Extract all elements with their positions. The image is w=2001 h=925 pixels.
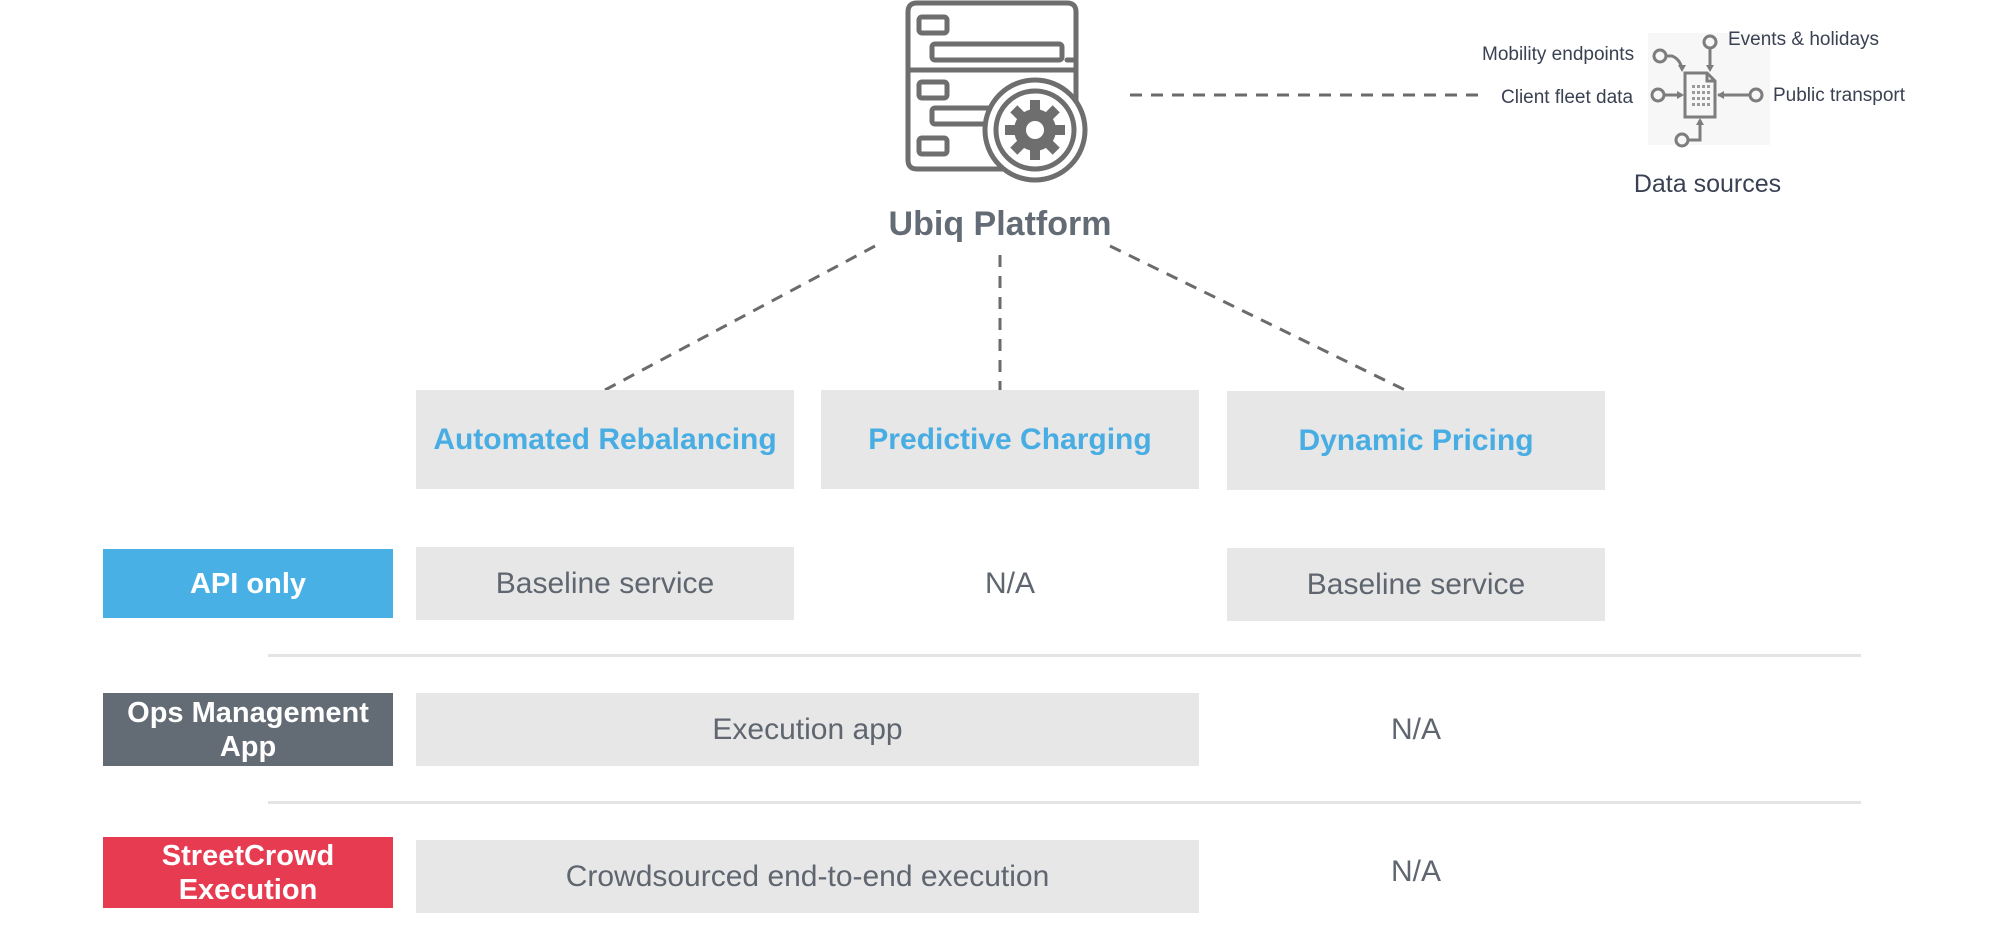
feature-predictive-charging: Predictive Charging	[821, 390, 1199, 489]
cell-api-pricing: Baseline service	[1227, 548, 1605, 621]
cell-ops-rebalancing-charging: Execution app	[416, 693, 1199, 766]
tier-api-only: API only	[103, 549, 393, 618]
connector-platform-rebalancing	[604, 244, 876, 392]
source-label-events-holidays: Events & holidays	[1728, 29, 1880, 50]
tier-ops-management-app: Ops Management App	[103, 693, 393, 766]
data-sources-title: Data sources	[1633, 170, 1782, 198]
feature-dynamic-pricing: Dynamic Pricing	[1227, 391, 1605, 490]
row-divider	[268, 801, 1861, 804]
cell-street-rebalancing-charging: Crowdsourced end-to-end execution	[416, 840, 1199, 913]
cell-ops-pricing: N/A	[1390, 712, 1441, 746]
cell-street-pricing: N/A	[1390, 854, 1441, 888]
cell-api-rebalancing: Baseline service	[416, 547, 794, 620]
source-label-mobility-endpoints: Mobility endpoints	[1482, 44, 1635, 65]
row-divider	[268, 654, 1861, 657]
tier-streetcrowd-execution: StreetCrowd Execution	[103, 837, 393, 908]
feature-automated-rebalancing: Automated Rebalancing	[416, 390, 794, 489]
server-gear-icon	[905, 0, 1088, 183]
data-hub-icon	[1648, 33, 1770, 148]
source-label-client-fleet-data: Client fleet data	[1501, 87, 1634, 108]
source-label-public-transport: Public transport	[1773, 85, 1906, 106]
platform-title: Ubiq Platform	[888, 205, 1112, 243]
connector-platform-pricing	[1109, 244, 1406, 392]
cell-api-charging: N/A	[984, 566, 1035, 600]
